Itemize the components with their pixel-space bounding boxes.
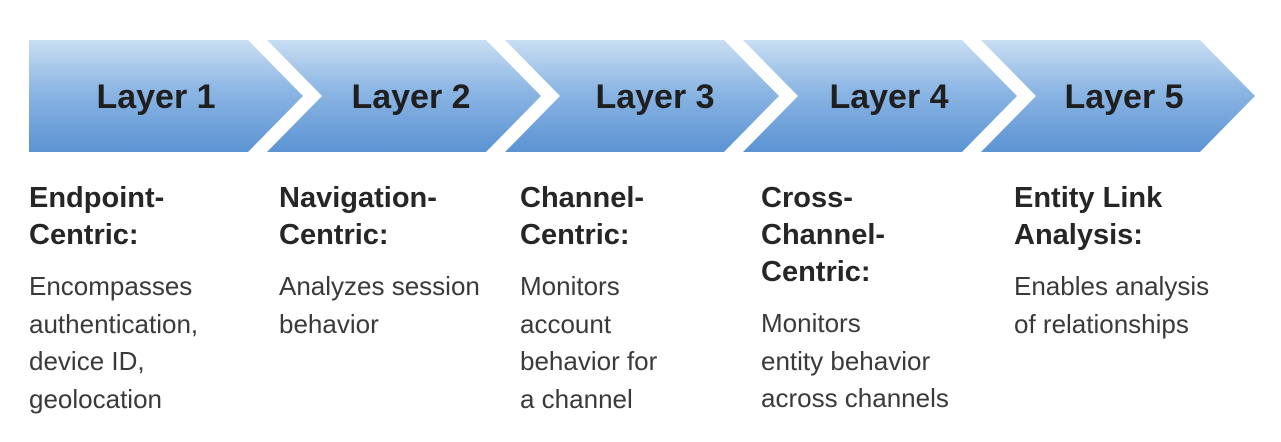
chevron-label-layer-5: Layer 5 — [1064, 78, 1183, 116]
layer-3-title: Channel- Centric: — [520, 182, 645, 251]
layer-2-column: Navigation- Centric: Analyzes session be… — [279, 180, 504, 343]
chevron-layer-5 — [981, 40, 1255, 152]
layer-1-column: Endpoint- Centric: Encompasses authentic… — [29, 180, 264, 418]
chevron-layer-2 — [267, 40, 541, 152]
layer-3-column: Channel- Centric: Monitors account behav… — [520, 180, 745, 418]
layer-5-description: Enables analysis of relationships — [1014, 271, 1210, 339]
layer-1-description: Encompasses authentication, device ID, g… — [29, 271, 199, 414]
chevron-label-layer-4: Layer 4 — [829, 78, 948, 116]
chevron-label-layer-1: Layer 1 — [96, 78, 215, 116]
layer-4-title: Cross- Channel- Centric: — [761, 182, 886, 288]
layer-2-description: Analyzes session behavior — [279, 271, 480, 339]
layer-1-title: Endpoint- Centric: — [29, 182, 165, 251]
layer-4-column: Cross- Channel- Centric: Monitors entity… — [761, 180, 996, 418]
layer-5-title: Entity Link Analysis: — [1014, 182, 1163, 251]
chevron-layer-4 — [743, 40, 1017, 152]
layer-4-description: Monitors entity behavior across channels — [761, 308, 949, 413]
layer-chevron-strip: Layer 1 Layer 2 Layer 3 Layer 4 Layer 5 — [29, 40, 1255, 152]
chevron-layer-1 — [29, 40, 303, 152]
layer-5-column: Entity Link Analysis: Enables analysis o… — [1014, 180, 1254, 343]
chevron-label-layer-3: Layer 3 — [595, 78, 714, 116]
layer-2-title: Navigation- Centric: — [279, 182, 437, 251]
chevron-label-layer-2: Layer 2 — [351, 78, 470, 116]
chevron-layer-3 — [505, 40, 779, 152]
layer-3-description: Monitors account behavior for a channel — [520, 271, 658, 414]
